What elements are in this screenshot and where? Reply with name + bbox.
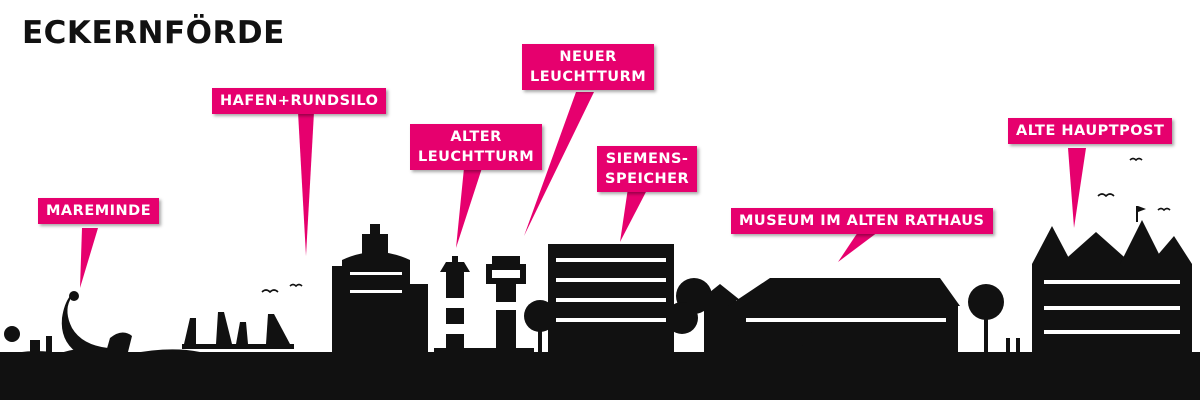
bird-4 (1129, 157, 1143, 162)
label-siemens-speicher: SIEMENS- SPEICHER (597, 146, 698, 192)
label-mareminde: MAREMINDE (38, 198, 160, 224)
silhouette (0, 206, 1200, 400)
label-alte-hauptpost: ALTE HAUPTPOST (1008, 118, 1173, 144)
person-1 (1006, 338, 1010, 352)
mareminde-sculpture (61, 296, 120, 352)
label-neuer-leuchtturm: NEUER LEUCHTTURM (522, 44, 655, 90)
bird-2 (289, 283, 303, 288)
post-left (46, 336, 52, 352)
tree-right-trunk (984, 312, 988, 352)
bird-1 (261, 289, 279, 294)
label-hafen-rundsilo: HAFEN+RUNDSILO (212, 88, 387, 114)
flag-pole (1136, 206, 1138, 222)
museum-windows (746, 318, 946, 322)
pointer-mareminde (80, 228, 98, 288)
neuer-leuchtturm (496, 280, 516, 352)
silo-band-2 (350, 290, 402, 293)
boat-hulls (182, 344, 294, 349)
hauptpost-windows-1 (1044, 280, 1180, 284)
tree-siemens-trunk (538, 316, 542, 352)
hauptpost-gable-far-right (1150, 236, 1192, 264)
silo-top (362, 234, 388, 256)
bird-5 (1157, 207, 1171, 212)
window-details (350, 258, 1180, 334)
pointer-alter-leuchtturm (456, 168, 482, 248)
silo-band (350, 272, 402, 275)
neuer-leuchtturm-roof (492, 256, 520, 264)
museum-roof (728, 278, 960, 306)
tree-cluster-left-2 (666, 302, 698, 334)
siemens-windows-1 (556, 258, 666, 262)
siemens-windows-4 (556, 318, 666, 322)
sail-2 (216, 312, 232, 344)
sail-4 (266, 314, 290, 344)
label-alter-leuchtturm: ALTER LEUCHTTURM (410, 124, 543, 170)
tree-right (968, 284, 1004, 320)
neuer-leuchtturm-window (492, 270, 520, 278)
pointer-neuer-leuchtturm (524, 92, 594, 236)
callout-pointers (80, 92, 1086, 288)
silo-cap (370, 224, 380, 234)
label-museum: MUSEUM IM ALTEN RATHAUS (731, 208, 993, 234)
small-house-roof (700, 284, 740, 300)
alter-leuchtturm (446, 272, 464, 352)
sail-1 (184, 318, 196, 344)
sail-3 (236, 322, 248, 344)
hauptpost-gable-center (1060, 232, 1132, 264)
pointer-hauptpost (1068, 148, 1086, 228)
waves (0, 347, 200, 360)
alter-leuchtturm-stripe-2 (446, 324, 464, 334)
museum-gable (812, 290, 838, 312)
museum-stairs (798, 326, 852, 352)
alter-leuchtturm-lamp (452, 256, 458, 264)
page-title: ECKERNFÖRDE (22, 15, 285, 51)
siemens-windows-3 (556, 298, 666, 302)
pointer-museum (838, 232, 878, 262)
alter-leuchtturm-stripe (446, 298, 464, 308)
siemens-windows-2 (556, 278, 666, 282)
hauptpost-windows-2 (1044, 306, 1180, 310)
hauptpost-gable-right (1120, 220, 1164, 264)
flag (1138, 206, 1146, 212)
bush-left (4, 326, 20, 342)
mareminde-wave (106, 332, 132, 352)
birds (261, 157, 1171, 294)
pointer-siemens (620, 188, 648, 242)
mareminde-head (69, 291, 79, 301)
pointer-hafen (298, 112, 314, 256)
neuer-leuchtturm-stripe (496, 302, 516, 310)
person-2 (1016, 338, 1020, 352)
alter-leuchtturm-gallery (440, 262, 470, 272)
small-house (704, 300, 736, 352)
hauptpost-gable-left (1032, 226, 1072, 264)
pier (434, 348, 534, 354)
bench-left (30, 340, 40, 352)
harbor-shed (366, 330, 426, 352)
bird-3 (1097, 193, 1115, 198)
rundsilo (342, 252, 410, 352)
hauptpost-windows-3 (1044, 330, 1180, 334)
sailboats (182, 312, 294, 349)
